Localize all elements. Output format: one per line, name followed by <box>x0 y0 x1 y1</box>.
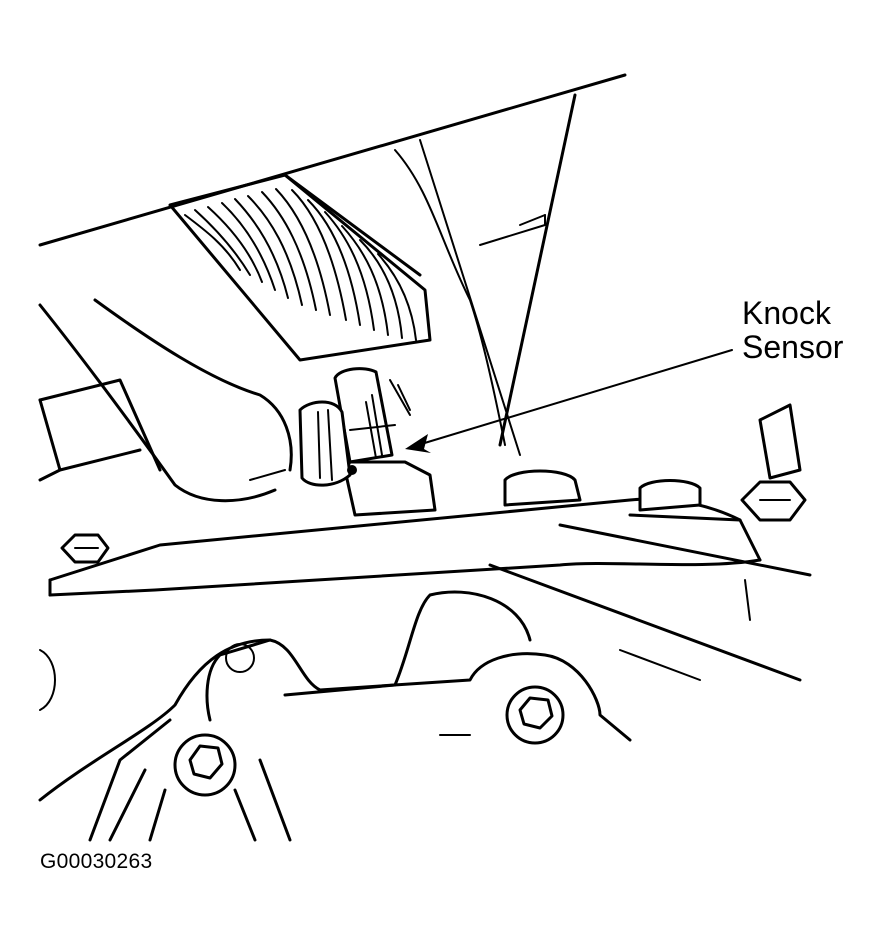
bolt-lower-middle <box>505 685 565 745</box>
callout-label-knock: Knock <box>742 295 831 331</box>
bolt-right <box>740 403 807 522</box>
bolt-heads-row <box>503 469 702 512</box>
corrugated-hose <box>168 173 432 362</box>
callout-label-sensor: Sensor <box>742 329 844 365</box>
knock-sensor-body <box>298 367 437 517</box>
bolt-left <box>60 533 110 564</box>
figure-code: G00030263 <box>40 850 153 873</box>
leader-line <box>405 349 733 453</box>
upper-manifold <box>38 73 627 456</box>
lower-casting <box>38 579 751 842</box>
bolt-lower-left <box>173 733 237 797</box>
large-tube <box>38 298 293 503</box>
mounting-bracket <box>48 497 812 682</box>
